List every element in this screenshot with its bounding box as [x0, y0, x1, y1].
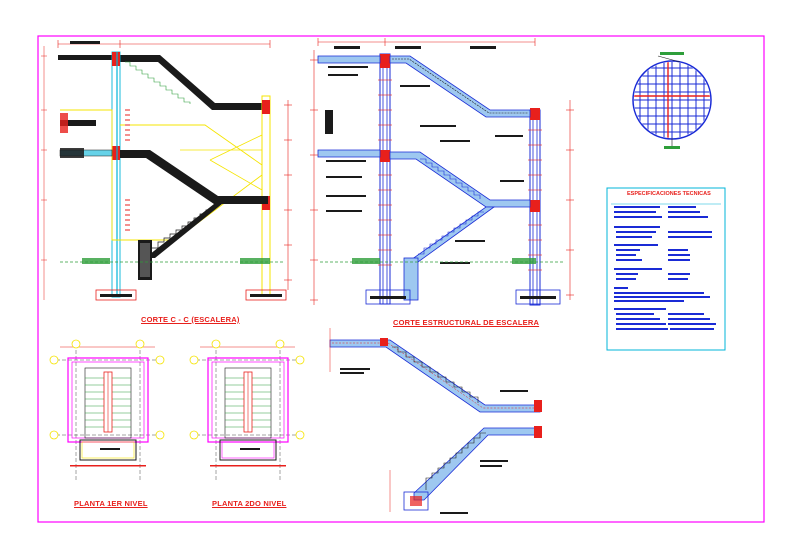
plan-second-level-drawing: [189, 339, 305, 480]
column-section-detail: [632, 52, 712, 149]
structural-section-drawing: [310, 38, 574, 306]
plan-first-level-drawing: [49, 339, 165, 480]
plan-second-level-title: PLANTA 2DO NIVEL: [212, 499, 287, 508]
structural-section-title: CORTE ESTRUCTURAL DE ESCALERA: [393, 318, 540, 327]
sheet-border: [37, 35, 765, 523]
section-cc-title: CORTE C - C (ESCALERA): [141, 315, 240, 324]
plan-first-level-title: PLANTA 1ER NIVEL: [74, 499, 148, 508]
specs-box-drawing: [606, 187, 726, 351]
section-cc-drawing: [41, 40, 292, 301]
stair-rebar-details: [329, 328, 542, 514]
specs-title: ESPECIFICACIONES TECNICAS: [627, 191, 711, 197]
